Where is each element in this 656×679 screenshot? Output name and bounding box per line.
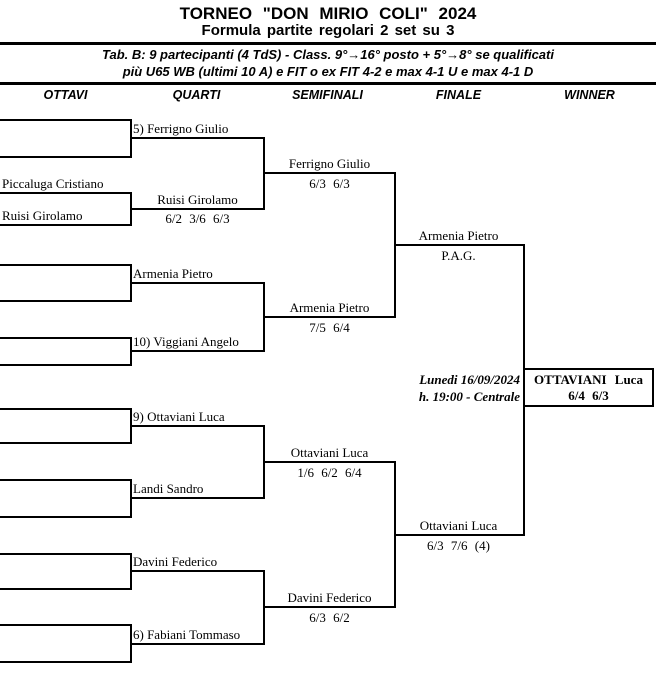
page-subtitle: Formula partite regolari 2 set su 3 (201, 22, 455, 39)
player-name: 10) Viggiani Angelo (133, 334, 239, 349)
final-match-date: Lunedi 16/09/2024 (419, 372, 520, 387)
page-title: TORNEO "DON MIRIO COLI" 2024 (179, 4, 477, 23)
column-header-semifinali: SEMIFINALI (292, 88, 363, 102)
player-name: Davini Federico (287, 590, 372, 605)
player-name: Armenia Pietro (418, 228, 499, 243)
bracket-line (0, 624, 132, 626)
match-score: 1/6 6/2 6/4 (297, 465, 362, 480)
bracket-line (130, 570, 265, 572)
match-score: 6/3 6/3 (309, 176, 350, 191)
bracket-line (130, 350, 265, 352)
player-name: Ruisi Girolamo (157, 192, 238, 207)
player-name: Ferrigno Giulio (288, 156, 371, 171)
player-name: Armenia Pietro (289, 300, 370, 315)
match-score: 6/2 3/6 6/3 (165, 211, 230, 226)
player-name: 6) Fabiani Tommaso (133, 627, 241, 642)
bracket-line (0, 224, 132, 226)
bracket-line (0, 588, 132, 590)
tab-info-line-1: Tab. B: 9 partecipanti (4 TdS) - Class. … (102, 47, 554, 62)
bracket-line (263, 172, 396, 174)
player-name: 5) Ferrigno Giulio (133, 121, 229, 136)
column-header-ottavi: OTTAVI (43, 88, 88, 102)
bracket-line (0, 156, 132, 158)
match-score: P.A.G. (441, 248, 476, 263)
bracket-line (263, 606, 396, 608)
player-name: Ottaviani Luca (290, 445, 369, 460)
bracket-line (263, 461, 396, 463)
bracket-line (130, 497, 265, 499)
bracket-line (0, 516, 132, 518)
winner-box: OTTAVIANI Luca 6/4 6/3 (523, 368, 654, 407)
player-name: Piccaluga Cristiano (2, 176, 104, 191)
bracket-line (130, 282, 265, 284)
player-name: Davini Federico (133, 554, 218, 569)
player-name: 9) Ottaviani Luca (133, 409, 225, 424)
bracket-line (0, 364, 132, 366)
bracket-line (0, 337, 132, 339)
bracket-line (0, 192, 132, 194)
winner-score: 6/4 6/3 (568, 387, 609, 403)
bracket-line (0, 553, 132, 555)
divider (0, 42, 656, 45)
divider (0, 82, 656, 85)
column-header-winner: WINNER (564, 88, 615, 102)
column-header-quarti: QUARTI (172, 88, 221, 102)
player-name: Ottaviani Luca (419, 518, 498, 533)
player-name: Landi Sandro (133, 481, 204, 496)
bracket-line (0, 119, 132, 121)
bracket-line (394, 244, 525, 246)
bracket-line (130, 425, 265, 427)
bracket-line (130, 208, 265, 210)
bracket-line (0, 300, 132, 302)
bracket-line (0, 661, 132, 663)
player-name: Armenia Pietro (133, 266, 213, 281)
tab-info-line-2: più U65 WB (ultimi 10 A) e FIT o ex FIT … (122, 64, 534, 79)
winner-name: OTTAVIANI Luca (534, 371, 643, 387)
match-score: 6/3 6/2 (309, 610, 350, 625)
player-name: Ruisi Girolamo (2, 208, 83, 223)
bracket-line (263, 316, 396, 318)
final-match-time-court: h. 19:00 - Centrale (418, 389, 520, 404)
bracket-line (0, 408, 132, 410)
bracket-line (130, 643, 265, 645)
bracket-line (0, 264, 132, 266)
bracket-line (130, 137, 265, 139)
bracket-line (0, 479, 132, 481)
column-header-finale: FINALE (435, 88, 482, 102)
bracket-line (394, 534, 525, 536)
match-score: 7/5 6/4 (309, 320, 350, 335)
match-score: 6/3 7/6 (4) (427, 538, 490, 553)
bracket-line (0, 442, 132, 444)
